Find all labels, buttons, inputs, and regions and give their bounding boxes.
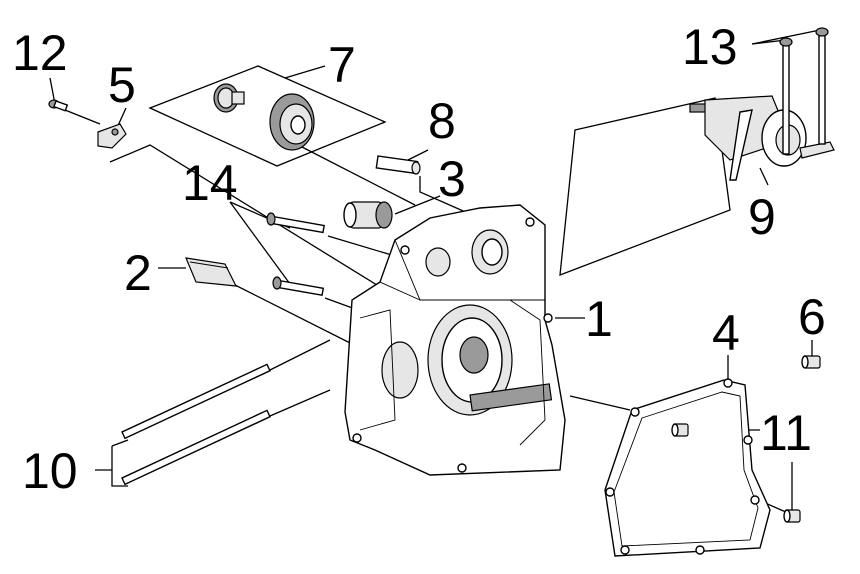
pin-part-8	[375, 155, 421, 175]
callout-13: 13	[682, 19, 738, 75]
gear-set-part-7	[213, 83, 315, 151]
dowel-part-6	[801, 355, 821, 369]
callout-labels: 12 5 7 8 3 14 2 1 13 9 4 6 11 10	[12, 19, 826, 499]
bushing-part-3	[343, 201, 393, 229]
callout-11: 11	[760, 405, 812, 461]
callout-9: 9	[748, 189, 776, 245]
studs-part-10	[121, 363, 271, 486]
screw-part-12	[48, 99, 69, 112]
callout-14: 14	[182, 155, 238, 211]
callout-6: 6	[798, 289, 826, 345]
callout-3: 3	[438, 151, 466, 207]
callout-1: 1	[585, 291, 613, 347]
shim-part-2	[185, 257, 238, 287]
callout-7: 7	[328, 37, 356, 93]
clip-part-5	[97, 123, 127, 149]
callout-2: 2	[124, 245, 152, 301]
callout-4: 4	[712, 305, 740, 361]
callout-10: 10	[22, 443, 78, 499]
starter-motor-part-9	[689, 95, 835, 181]
bolts-part-14	[266, 212, 325, 297]
callout-5: 5	[108, 57, 136, 113]
dowels-part-11	[671, 423, 801, 523]
crankcase-part-1	[344, 204, 566, 476]
bolts-part-13	[779, 27, 829, 155]
callout-8: 8	[428, 93, 456, 149]
gasket-part-4	[604, 378, 771, 557]
callout-12: 12	[12, 25, 68, 81]
